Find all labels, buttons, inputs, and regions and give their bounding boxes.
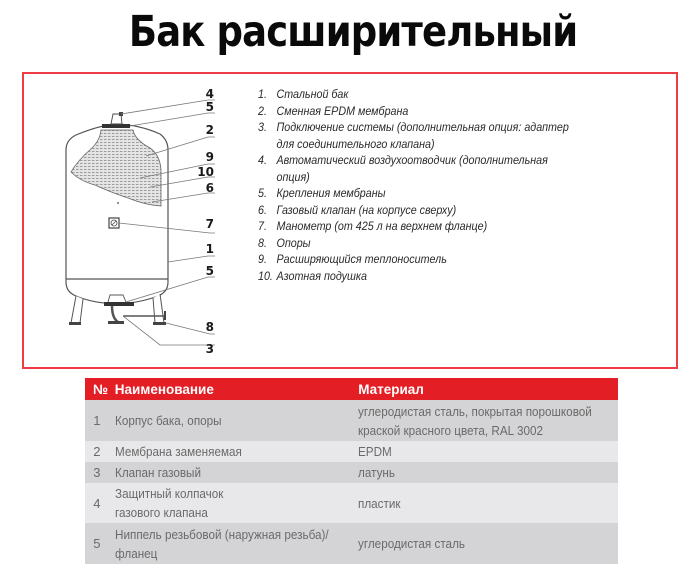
svg-text:8: 8 (206, 320, 214, 334)
table-row: 3 Клапан газовый латунь (85, 462, 618, 483)
bottom-connection-icon (104, 294, 166, 324)
callout-numbers: 4 5 2 9 10 6 7 1 5 8 3 (197, 87, 214, 356)
svg-text:2: 2 (206, 123, 214, 137)
legend-item: 10.Азотная подушка (258, 268, 367, 283)
legend-item: 5.Крепления мембраны (258, 186, 386, 200)
svg-text:6: 6 (206, 181, 214, 195)
cell-num: 4 (85, 483, 109, 523)
legend-item: 3.Подключение системы (дополнительная оп… (258, 120, 569, 151)
svg-text:5: 5 (206, 264, 214, 278)
legend-item: 1.Стальной бак (258, 87, 349, 101)
svg-text:1: 1 (206, 242, 214, 256)
materials-table: № Наименование Материал 1 Корпус бака, о… (85, 378, 618, 564)
expansion-tank-diagram: 4 5 2 9 10 6 7 1 5 8 3 (65, 87, 215, 356)
header-material: Материал (352, 378, 618, 400)
membrane-icon (70, 129, 162, 207)
page-title: Бак расширительный (128, 7, 578, 57)
cell-name: Клапан газовый (108, 462, 353, 483)
callout-leaders (118, 99, 215, 346)
svg-text:7: 7 (206, 217, 214, 231)
manometer-icon (108, 217, 120, 229)
diagram-frame (22, 72, 678, 369)
header-name: Наименование (108, 378, 353, 400)
cell-num: 2 (85, 441, 109, 462)
legend-item: 8.Опоры (258, 235, 311, 250)
svg-text:3: 3 (206, 342, 214, 356)
legend-item: 6.Газовый клапан (на корпусе сверху) (258, 202, 457, 217)
cell-num: 3 (85, 462, 109, 483)
cell-material: углеродистая сталь (352, 523, 618, 564)
cell-material: латунь (352, 462, 618, 483)
cell-name: Мембрана заменяемая (108, 441, 353, 462)
component-legend: 1.Стальной бак 2.Сменная EPDM мембрана 3… (258, 86, 575, 284)
table-row: 1 Корпус бака, опоры углеродистая сталь,… (85, 400, 618, 441)
cell-material: EPDM (352, 441, 618, 462)
table-header-row: № Наименование Материал (85, 378, 618, 400)
cell-material: пластик (352, 483, 618, 523)
svg-text:10: 10 (197, 165, 214, 179)
cell-num: 1 (85, 400, 109, 441)
legend-item: 4.Автоматический воздухоотводчик (дополн… (258, 153, 548, 184)
svg-text:9: 9 (206, 150, 214, 164)
cell-name: Корпус бака, опоры (108, 400, 353, 441)
legend-item: 7.Манометр (от 425 л на верхнем фланце) (258, 219, 488, 233)
table-row: 2 Мембрана заменяемая EPDM (85, 441, 618, 462)
cell-name: Ниппель резьбовой (наружная резьба)/флан… (108, 523, 353, 564)
legend-item: 2.Сменная EPDM мембрана (258, 103, 409, 118)
table-row: 5 Ниппель резьбовой (наружная резьба)/фл… (85, 523, 618, 564)
cell-num: 5 (85, 523, 109, 564)
legend-item: 9.Расширяющийся теплоноситель (258, 252, 447, 266)
air-vent-icon (102, 112, 130, 128)
svg-text:4: 4 (206, 87, 214, 101)
header-num: № (85, 378, 109, 400)
svg-text:5: 5 (206, 100, 214, 114)
